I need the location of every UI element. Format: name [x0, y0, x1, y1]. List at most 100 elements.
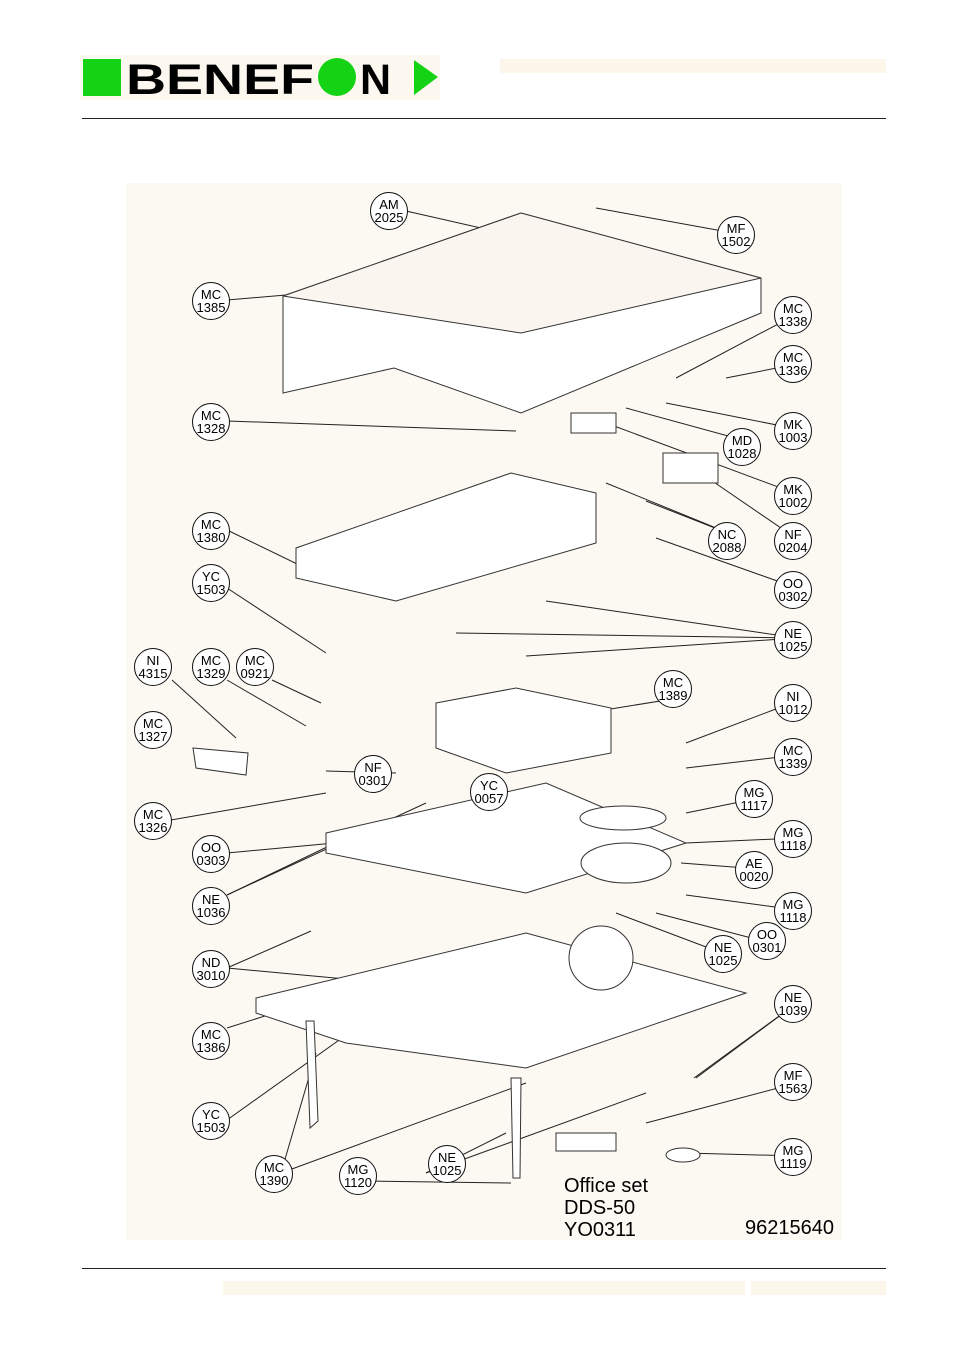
callout-code: NI	[146, 653, 160, 668]
callout-code: NE	[437, 1150, 457, 1165]
callout-number: 1386	[196, 1040, 226, 1055]
callout-number: 1389	[658, 688, 688, 703]
callout-number: 1380	[196, 530, 226, 545]
callout-code: OO	[756, 927, 778, 942]
callout-number: 0020	[739, 869, 769, 884]
callout-code: MC	[782, 350, 804, 365]
callout-code: MG	[782, 897, 804, 912]
footer-strip-left	[223, 1281, 745, 1295]
callout-code: MC	[142, 807, 164, 822]
callout-code: MK	[783, 417, 803, 432]
callout-number: 2025	[374, 210, 404, 225]
callout-code: MC	[200, 408, 222, 423]
header-rule	[82, 118, 886, 119]
callout-number: 1003	[778, 430, 808, 445]
callout-number: 1502	[721, 234, 751, 249]
footer-rule	[82, 1268, 886, 1269]
callout-code: MC	[200, 1027, 222, 1042]
callout-code: MG	[782, 825, 804, 840]
product-code: YO0311	[564, 1219, 636, 1241]
callout-code: MG	[347, 1162, 369, 1177]
callout-number: 4315	[138, 666, 168, 681]
callout-code: MC	[200, 653, 222, 668]
callout-code: NF	[364, 760, 382, 775]
callout-code: MK	[783, 482, 803, 497]
callout-number: 0921	[240, 666, 270, 681]
callout-code: AM	[379, 197, 399, 212]
callout-number: 1328	[196, 421, 226, 436]
callout-code: NC	[717, 527, 737, 542]
callout-number: 1563	[778, 1081, 808, 1096]
callout-number: 0204	[778, 540, 808, 555]
callout-number: 1002	[778, 495, 808, 510]
callout-code: MC	[662, 675, 684, 690]
footer-strip-right	[751, 1281, 886, 1295]
callout-code: MF	[726, 221, 746, 236]
callout-number: 0302	[778, 589, 808, 604]
header-strip	[500, 59, 886, 73]
callout-number: 1339	[778, 756, 808, 771]
callout-code: MC	[782, 743, 804, 758]
callout-code: MC	[142, 716, 164, 731]
callout-code: MC	[200, 517, 222, 532]
callout-number: 1327	[138, 729, 168, 744]
callout-number: 1503	[196, 582, 226, 597]
callout-number: 2088	[712, 540, 742, 555]
set-name: Office set	[564, 1175, 649, 1197]
callout-code: NF	[784, 527, 802, 542]
svg-text:BENEF: BENEF	[126, 56, 314, 100]
callout-code: NE	[783, 990, 803, 1005]
callout-code: OO	[200, 840, 222, 855]
callout-number: 1036	[196, 905, 226, 920]
callout-code: ND	[201, 955, 221, 970]
callout-code: OO	[782, 576, 804, 591]
callout-number: 1385	[196, 300, 226, 315]
callout-number: 1118	[779, 838, 807, 853]
callout-number: 1390	[259, 1173, 289, 1188]
callout-code: MC	[200, 287, 222, 302]
callout-number: 0303	[196, 853, 226, 868]
callout-code: NE	[201, 892, 221, 907]
callout-number: 1025	[778, 639, 808, 654]
callout-code: MD	[731, 433, 753, 448]
callout-number: 1336	[778, 363, 808, 378]
callout-code: NI	[786, 689, 800, 704]
callout-code: MC	[782, 301, 804, 316]
callout-number: 1503	[196, 1120, 226, 1135]
callout-number: 1012	[778, 702, 808, 717]
callout-number: 0301	[752, 940, 782, 955]
callout-number: 1119	[779, 1156, 807, 1171]
callout-number: 1120	[344, 1175, 372, 1190]
callout-number: 1028	[727, 446, 757, 461]
callout-number: 0057	[474, 791, 504, 806]
svg-text:N: N	[360, 56, 391, 100]
callout-number: 1326	[138, 820, 168, 835]
